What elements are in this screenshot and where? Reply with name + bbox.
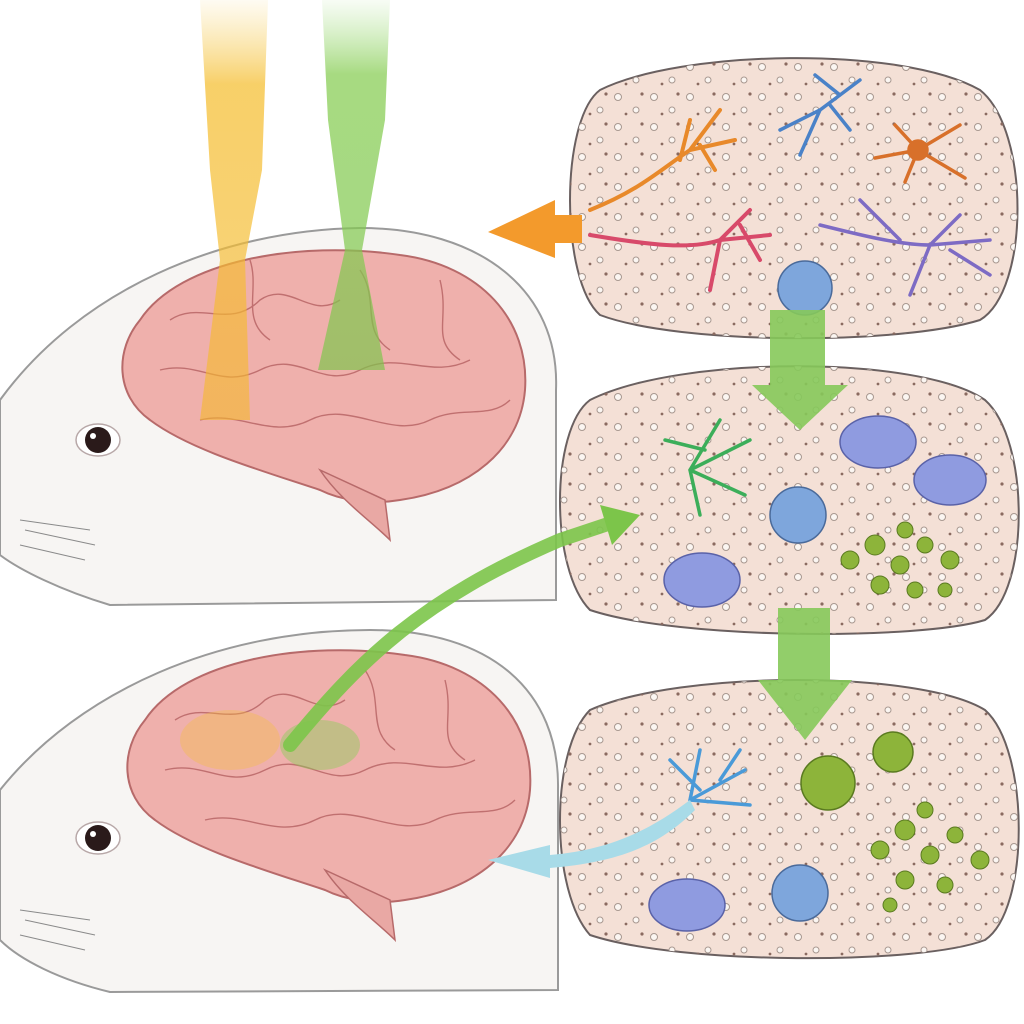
blue-arrow-icon — [488, 800, 695, 878]
lavender-cell-icon — [913, 454, 987, 506]
yellow-light-beam — [200, 0, 268, 420]
blue-cell-icon — [769, 486, 827, 544]
blue-cell-icon — [777, 260, 833, 316]
green-arrowhead-icon — [600, 505, 640, 545]
tissue-panel-middle — [559, 365, 1020, 635]
green-down-arrow-top — [752, 310, 848, 430]
purple-neuron-icon — [818, 198, 992, 297]
olive-cell-cluster-icon — [840, 521, 960, 599]
blue-neuron-icon — [668, 748, 752, 807]
red-neuron-icon — [588, 208, 772, 292]
lower-brain — [126, 649, 532, 943]
lavender-cell-icon — [839, 415, 917, 469]
eye-icon — [75, 423, 121, 457]
green-neuron-icon — [663, 418, 752, 517]
olive-cell-cluster-icon — [870, 801, 990, 913]
eye-icon — [75, 821, 121, 855]
whiskers-icon — [19, 909, 96, 951]
green-cell-icon — [872, 731, 914, 773]
orange-neuron-icon — [588, 108, 737, 212]
whiskers-icon — [19, 519, 96, 561]
tissue-panel-bottom — [559, 679, 1020, 960]
green-curved-arrow-icon — [283, 513, 627, 752]
lavender-cell-icon — [663, 552, 741, 608]
tissue-panel-top — [569, 57, 1019, 340]
blue-cell-icon — [771, 864, 829, 922]
green-down-arrow-bottom — [758, 608, 852, 740]
lavender-cell-icon — [648, 878, 726, 932]
green-light-beam — [318, 0, 390, 370]
green-cell-icon — [800, 755, 856, 811]
orange-star-cell-icon — [873, 123, 967, 184]
orange-arrow-icon — [488, 200, 582, 258]
blue-neuron-icon — [778, 73, 862, 157]
